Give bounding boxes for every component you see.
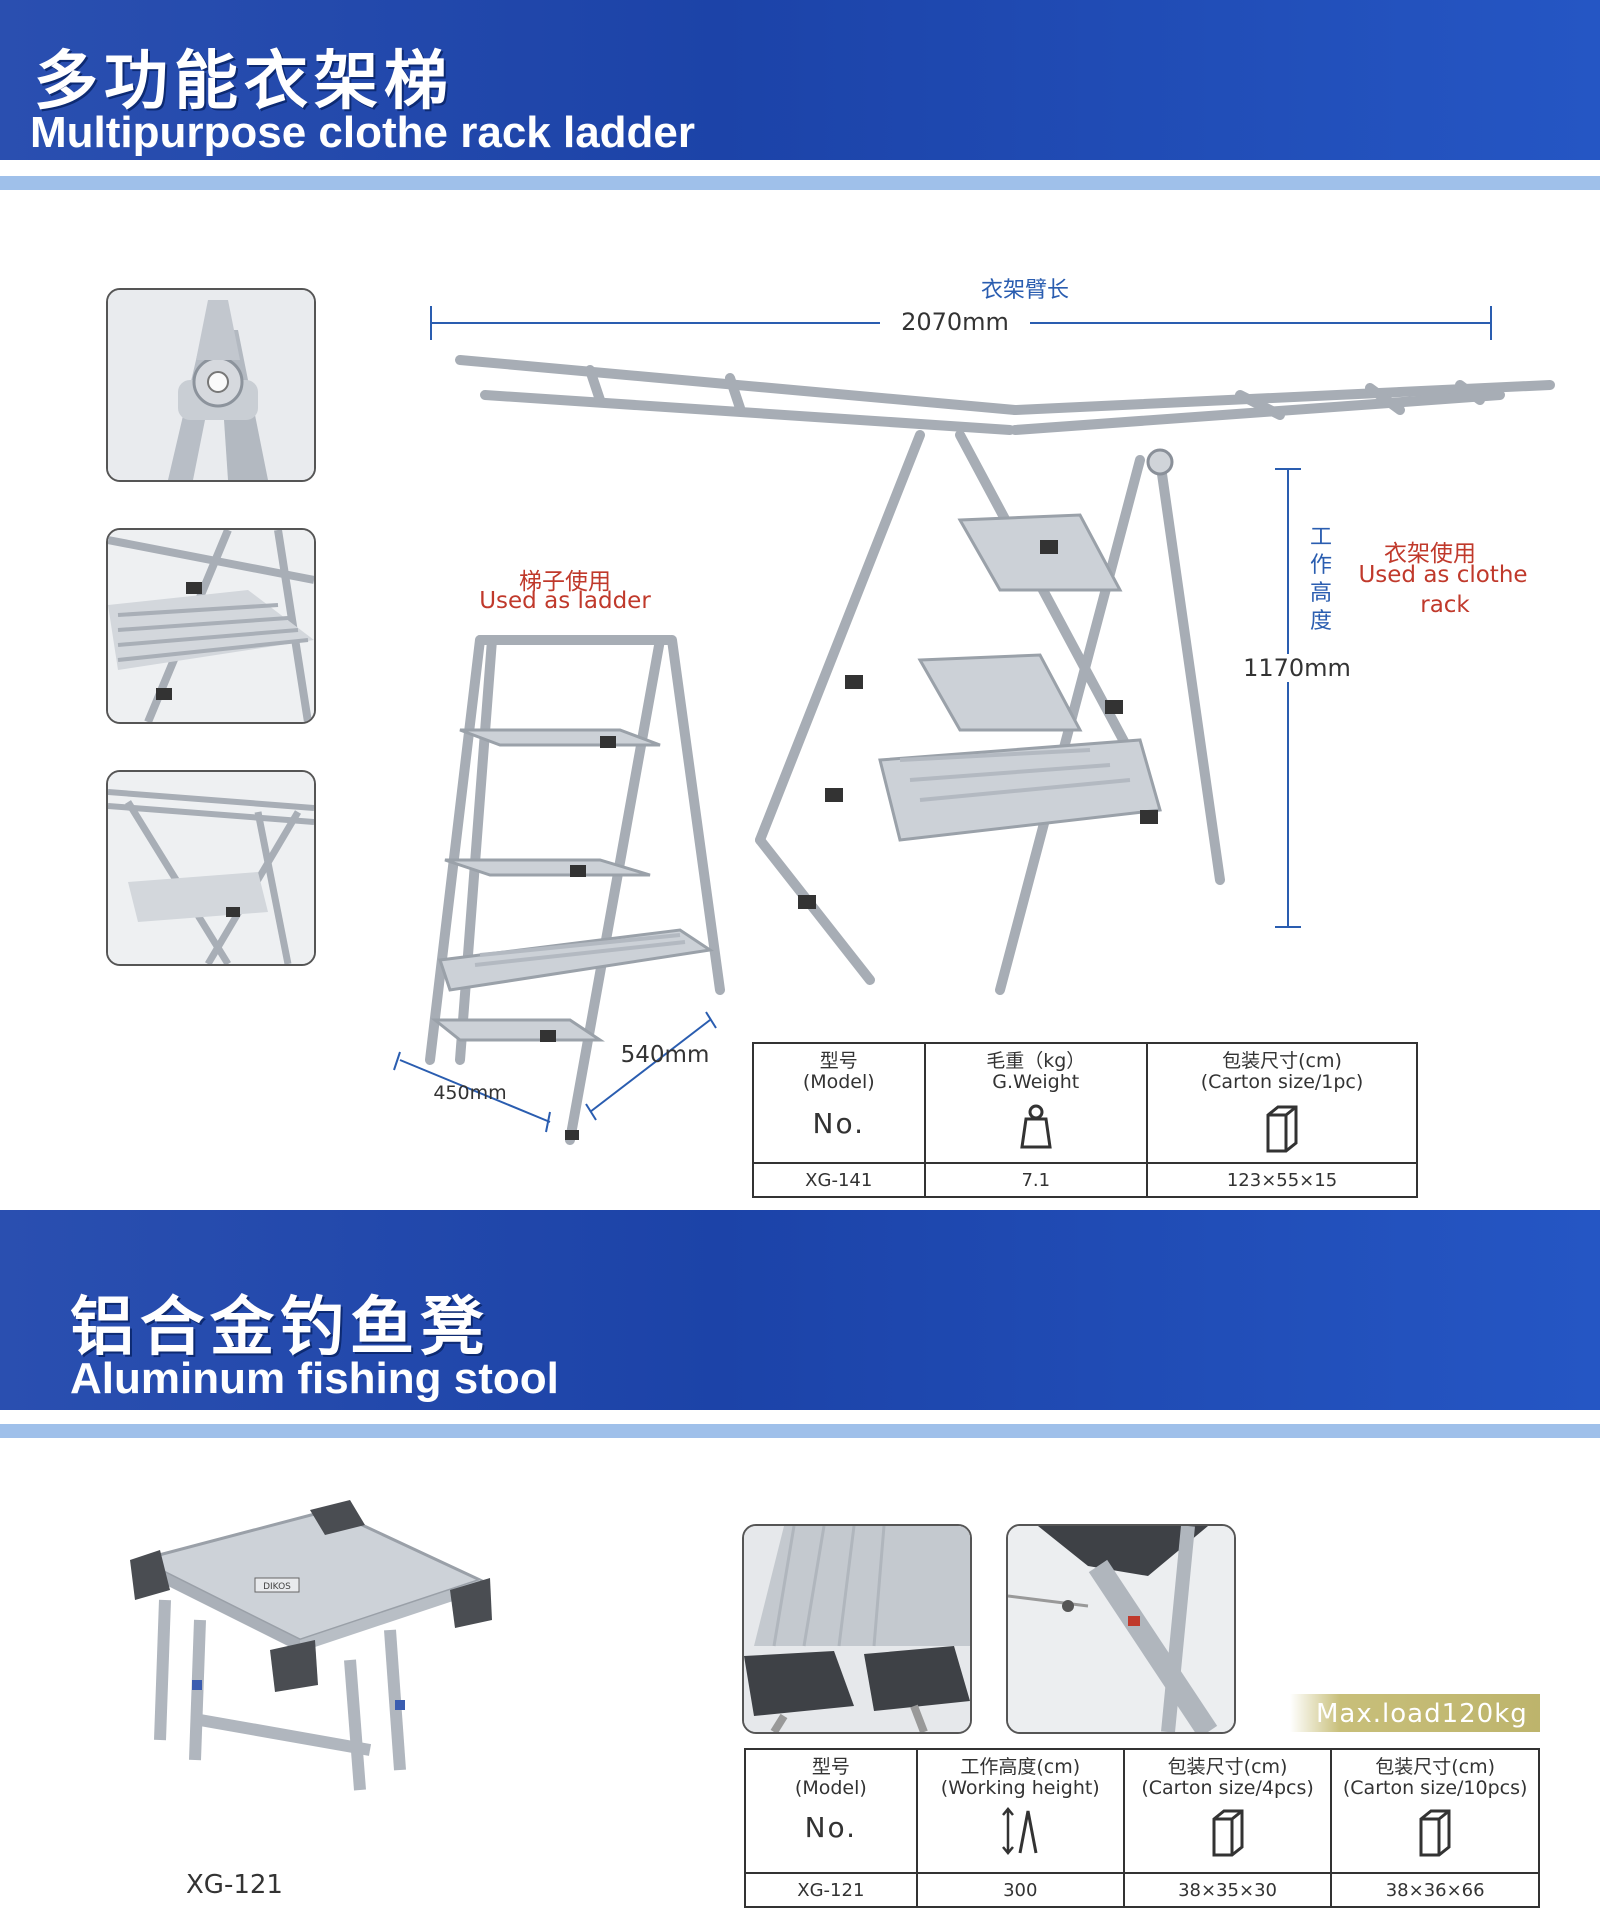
section2-title-en: Aluminum fishing stool <box>70 1354 559 1403</box>
ladder-use-label-zh: 梯子使用 <box>519 569 611 595</box>
table1-weight-zh: 毛重（kg） <box>986 1050 1086 1072</box>
table2-model-value: XG-121 <box>744 1872 918 1908</box>
ladder-use-label-en: Used as ladder <box>479 588 651 614</box>
height-tick-bottom <box>1275 926 1301 928</box>
table2-carton4-en: (Carton size/4pcs) <box>1141 1777 1314 1799</box>
thumbnail-shelf <box>106 528 316 724</box>
height-tick-top <box>1275 468 1301 470</box>
table1-model-en: (Model) <box>802 1071 875 1093</box>
ladder-dimension-lines <box>393 1011 717 1133</box>
table1-model-value: XG-141 <box>752 1162 926 1198</box>
table2-height-value: 300 <box>915 1872 1125 1908</box>
arm-length-tick-right <box>1490 306 1492 340</box>
stool-detail-leg <box>1006 1524 1236 1734</box>
arm-length-tick-left <box>430 306 432 340</box>
table2-no: No. <box>804 1811 858 1844</box>
table1-carton-value: 123×55×15 <box>1146 1162 1418 1198</box>
table1-model-zh: 型号 <box>819 1050 858 1072</box>
table2-carton10-value: 38×36×66 <box>1330 1872 1540 1908</box>
box-icon <box>1126 1807 1329 1861</box>
work-height-label-zh: 工作高度 <box>1310 525 1333 634</box>
table2-model-en: (Model) <box>794 1777 867 1799</box>
section1-title-zh: 多功能衣架梯 <box>34 45 454 119</box>
table2-carton4-zh: 包装尺寸(cm) <box>1167 1756 1288 1778</box>
table2-carton10-zh: 包装尺寸(cm) <box>1375 1756 1496 1778</box>
thumbnail-hinge <box>106 288 316 482</box>
height-value: 1170mm <box>1232 654 1362 682</box>
spec-table-xg141: 型号 (Model) No. 毛重（kg） G.Weight 包装尺寸(cm) … <box>752 1042 1418 1198</box>
table2-height-en: (Working height) <box>940 1777 1100 1799</box>
table2-height-zh: 工作高度(cm) <box>960 1756 1081 1778</box>
max-load-badge <box>1290 1694 1540 1732</box>
section1-title-en: Multipurpose clothe rack ladder <box>30 108 696 157</box>
height-dimension-line <box>1287 468 1289 928</box>
height-icon <box>919 1807 1122 1859</box>
table1-weight-value: 7.1 <box>923 1162 1149 1198</box>
brand-plate-text: DIKOS <box>263 1582 291 1592</box>
table1-carton-zh: 包装尺寸(cm) <box>1222 1050 1342 1072</box>
table1-carton-en: (Carton size/1pc) <box>1200 1071 1364 1093</box>
fishing-stool-illustration: DIKOS <box>130 1500 492 1791</box>
table2-carton4-value: 38×35×30 <box>1122 1872 1333 1908</box>
stool-detail-top <box>742 1524 972 1734</box>
weight-icon <box>927 1103 1146 1153</box>
box-icon <box>1333 1807 1537 1861</box>
ladder-depth-value: 540mm <box>620 1042 710 1068</box>
rack-use-label-en-1: Used as clothe <box>1358 562 1528 588</box>
section2-stripe <box>0 1424 1600 1438</box>
max-load-text: Max.load120kg <box>1316 1699 1528 1729</box>
table1-no: No. <box>812 1107 865 1140</box>
rack-use-label-zh: 衣架使用 <box>1384 541 1476 567</box>
section1-banner <box>0 0 1600 160</box>
rack-use-label-en-2: rack <box>1420 592 1470 618</box>
ladder-width-value: 450mm <box>433 1082 507 1104</box>
arm-length-value: 2070mm <box>880 308 1030 336</box>
table1-weight-en: G.Weight <box>992 1071 1080 1093</box>
section1-stripe <box>0 176 1600 190</box>
table2-model-zh: 型号 <box>811 1756 850 1778</box>
box-icon <box>1149 1103 1415 1157</box>
ladder-illustration <box>425 635 725 1145</box>
section2-title-zh: 铝合金钓鱼凳 <box>70 1291 490 1365</box>
stool-model-label: XG-121 <box>186 1870 283 1900</box>
spec-table-xg121: 型号 (Model) No. 工作高度(cm) (Working height)… <box>744 1748 1540 1908</box>
arm-length-label-zh: 衣架臂长 <box>980 278 1069 303</box>
table2-carton10-en: (Carton size/10pcs) <box>1342 1777 1528 1799</box>
thumbnail-frame <box>106 770 316 966</box>
clothe-rack-illustration <box>455 355 1555 995</box>
section2-banner <box>0 1210 1600 1410</box>
